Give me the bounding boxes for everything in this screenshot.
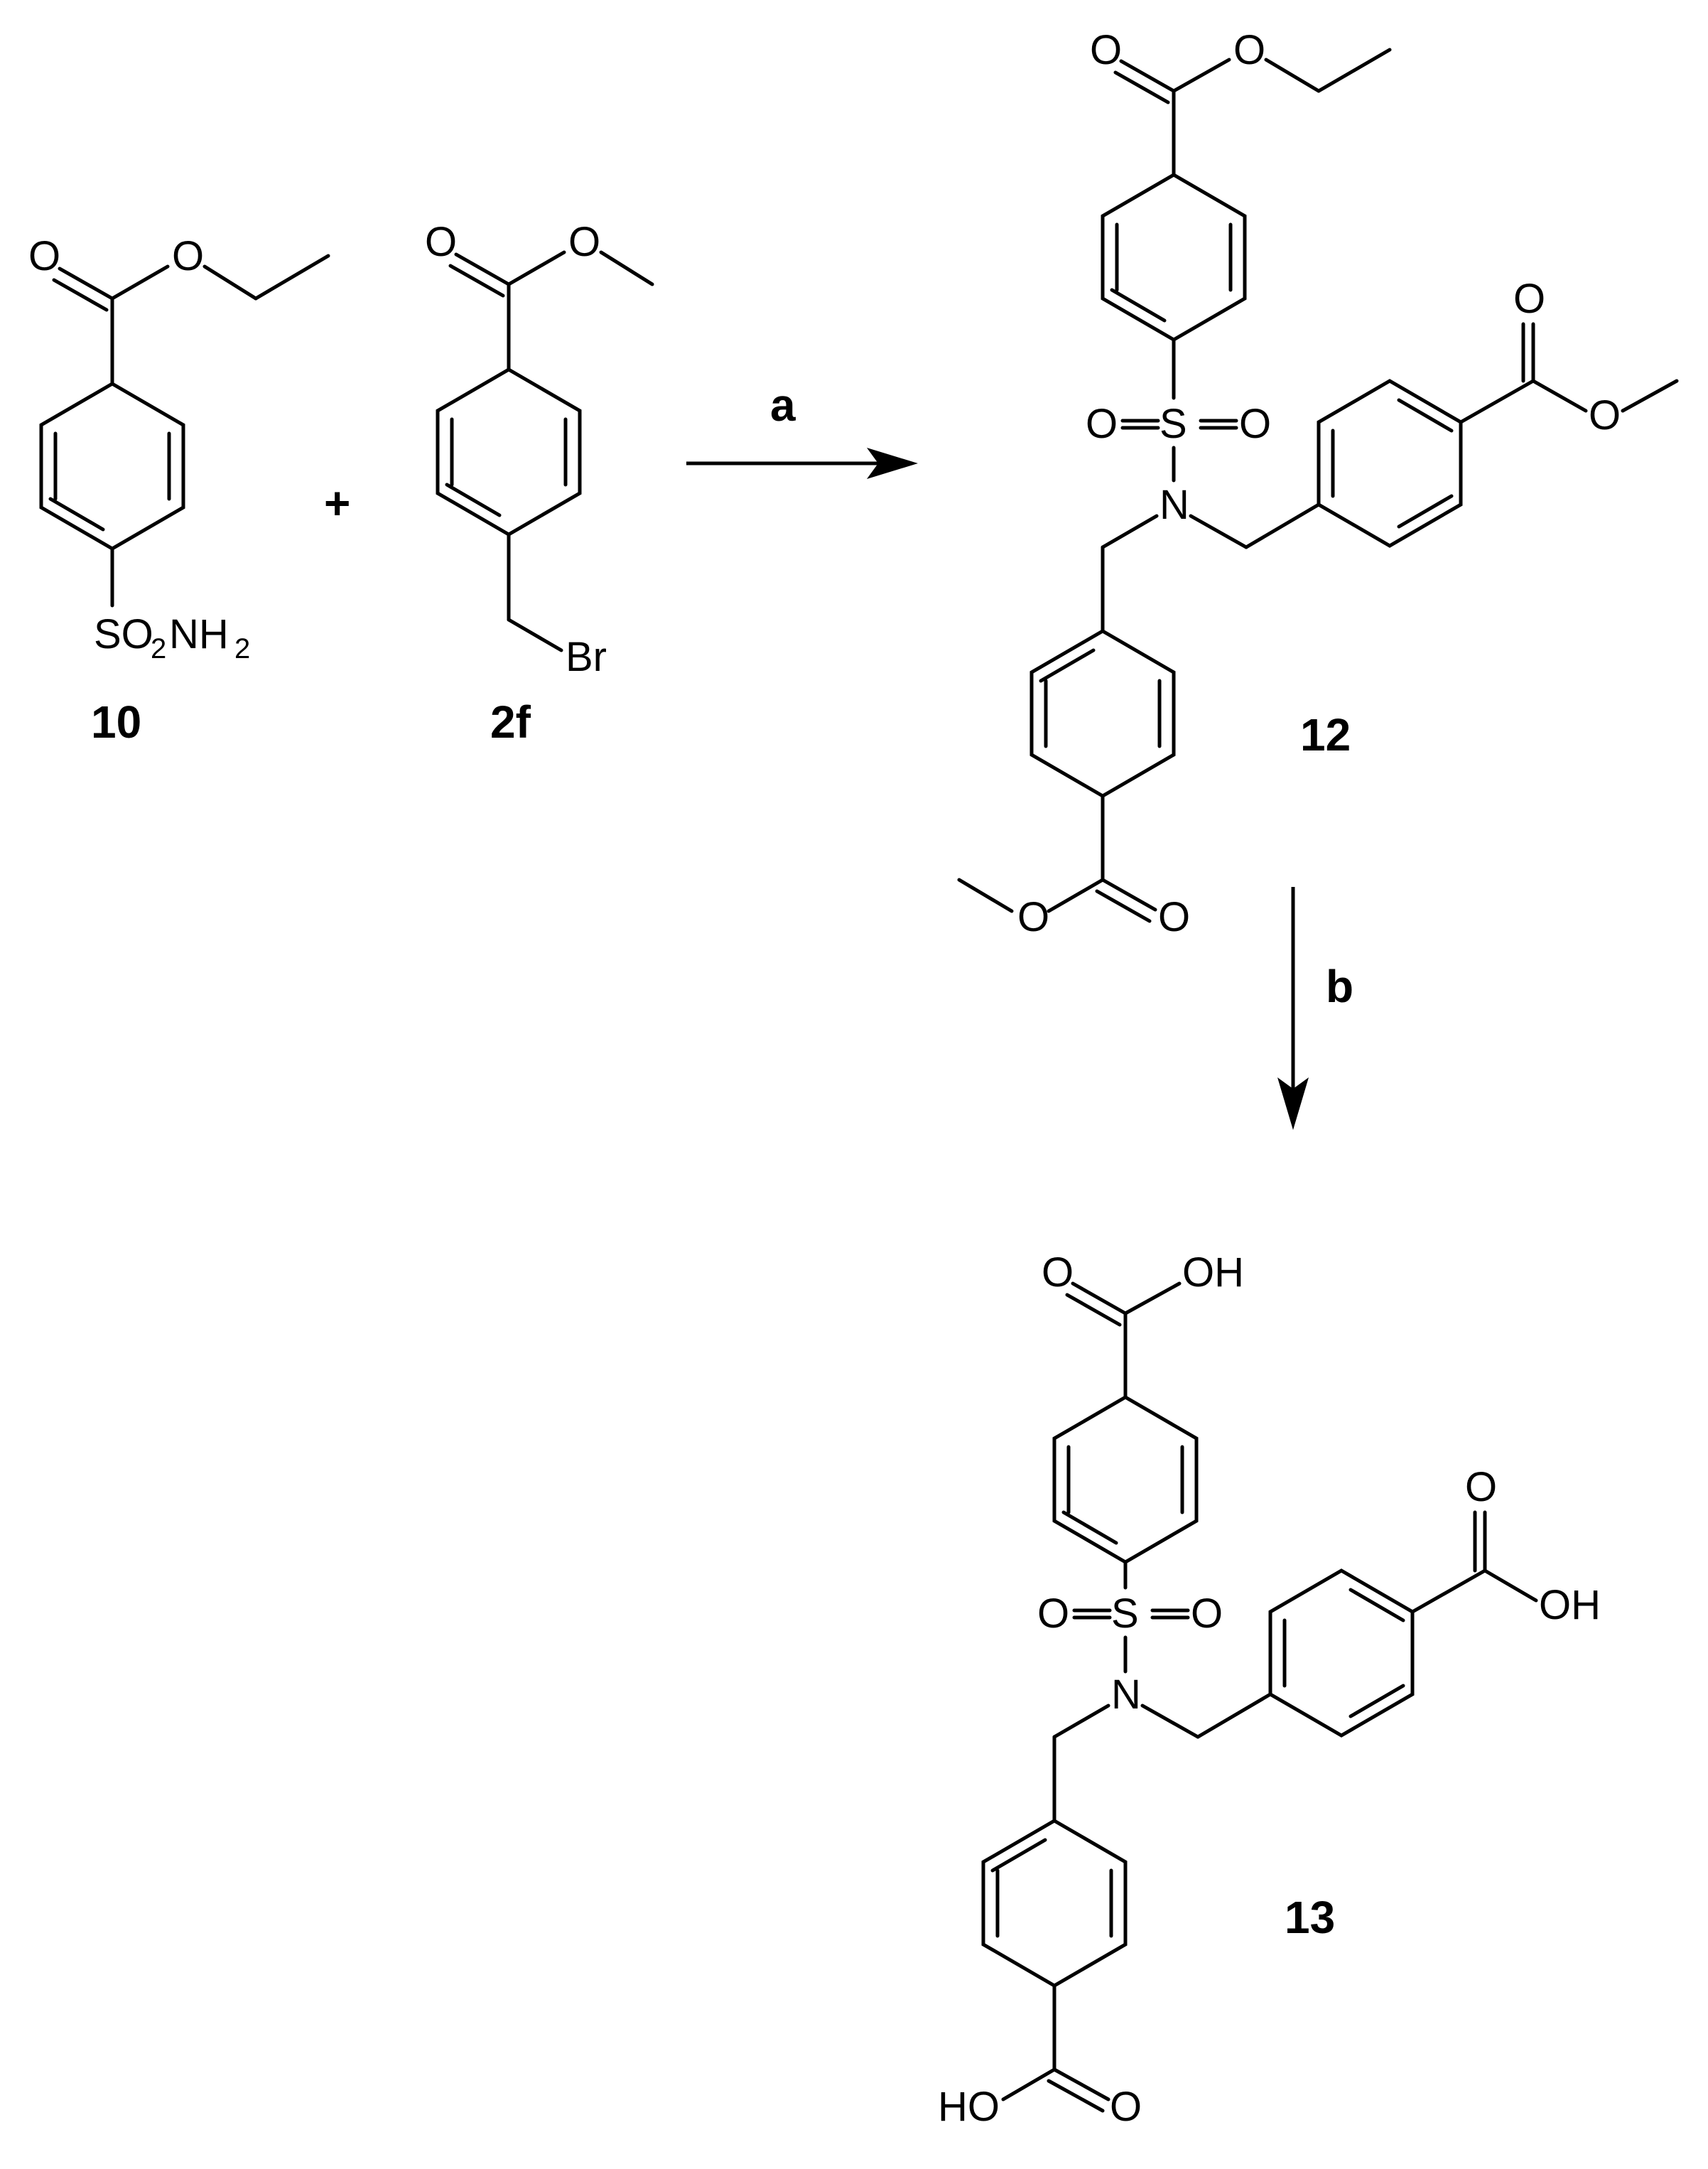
atom-oh-13-right: OH [1539,1582,1601,1628]
compound-label-10: 10 [91,696,141,748]
atom-sulfonamide-10: SO [94,611,153,657]
atom-o-carbonyl-12-bottom: O [1158,894,1190,940]
atom-so-left-13: O [1037,1591,1069,1637]
atom-sulfonamide-subscript: 2 [151,633,166,664]
atom-o-carbonyl-10: O [28,233,60,279]
compound-13-structure [981,1281,1538,2113]
atom-o-carbonyl-13-top: O [1042,1249,1074,1296]
atom-so-left-12: O [1086,401,1118,447]
atom-o-ester-12-bottom: O [1017,894,1049,940]
compound-10-structure [39,254,330,608]
step-label-b: b [1326,961,1353,1012]
atom-br-2f: Br [566,634,607,680]
atom-nh-subscript: 2 [234,633,250,664]
step-label-a: a [770,380,796,431]
atom-o-ester-12-right: O [1589,392,1621,438]
atom-s-13: S [1111,1591,1139,1637]
atom-o-carbonyl-13-right: O [1465,1464,1497,1510]
atom-n-13: N [1111,1672,1141,1718]
plus-sign: + [324,478,350,529]
compound-12-structure [957,48,1679,923]
arrow-step-a [686,448,918,479]
atom-oh-13-top: OH [1182,1249,1244,1296]
atom-so-right-12: O [1239,401,1271,447]
atom-o-ester-2f: O [568,219,600,265]
atom-nh-10: NH [169,611,229,657]
atom-ho-13-bottom: HO [938,2084,1000,2130]
atom-n-12: N [1160,482,1189,528]
atom-o-carbonyl-13-bottom: O [1110,2084,1142,2130]
atom-o-carbonyl-2f: O [425,219,457,265]
atom-o-ester-12-top: O [1233,27,1265,73]
atom-o-ester-10: O [172,233,204,279]
compound-label-12: 12 [1300,709,1351,760]
compound-2f-structure [436,250,654,652]
atom-so-right-13: O [1191,1591,1223,1637]
atom-o-carbonyl-12-top: O [1090,27,1122,73]
atom-o-carbonyl-12-right: O [1513,276,1545,322]
compound-label-13: 13 [1285,1892,1335,1943]
atom-s-12: S [1160,401,1187,447]
compound-label-2f: 2f [490,696,531,748]
arrow-step-b [1277,887,1309,1130]
